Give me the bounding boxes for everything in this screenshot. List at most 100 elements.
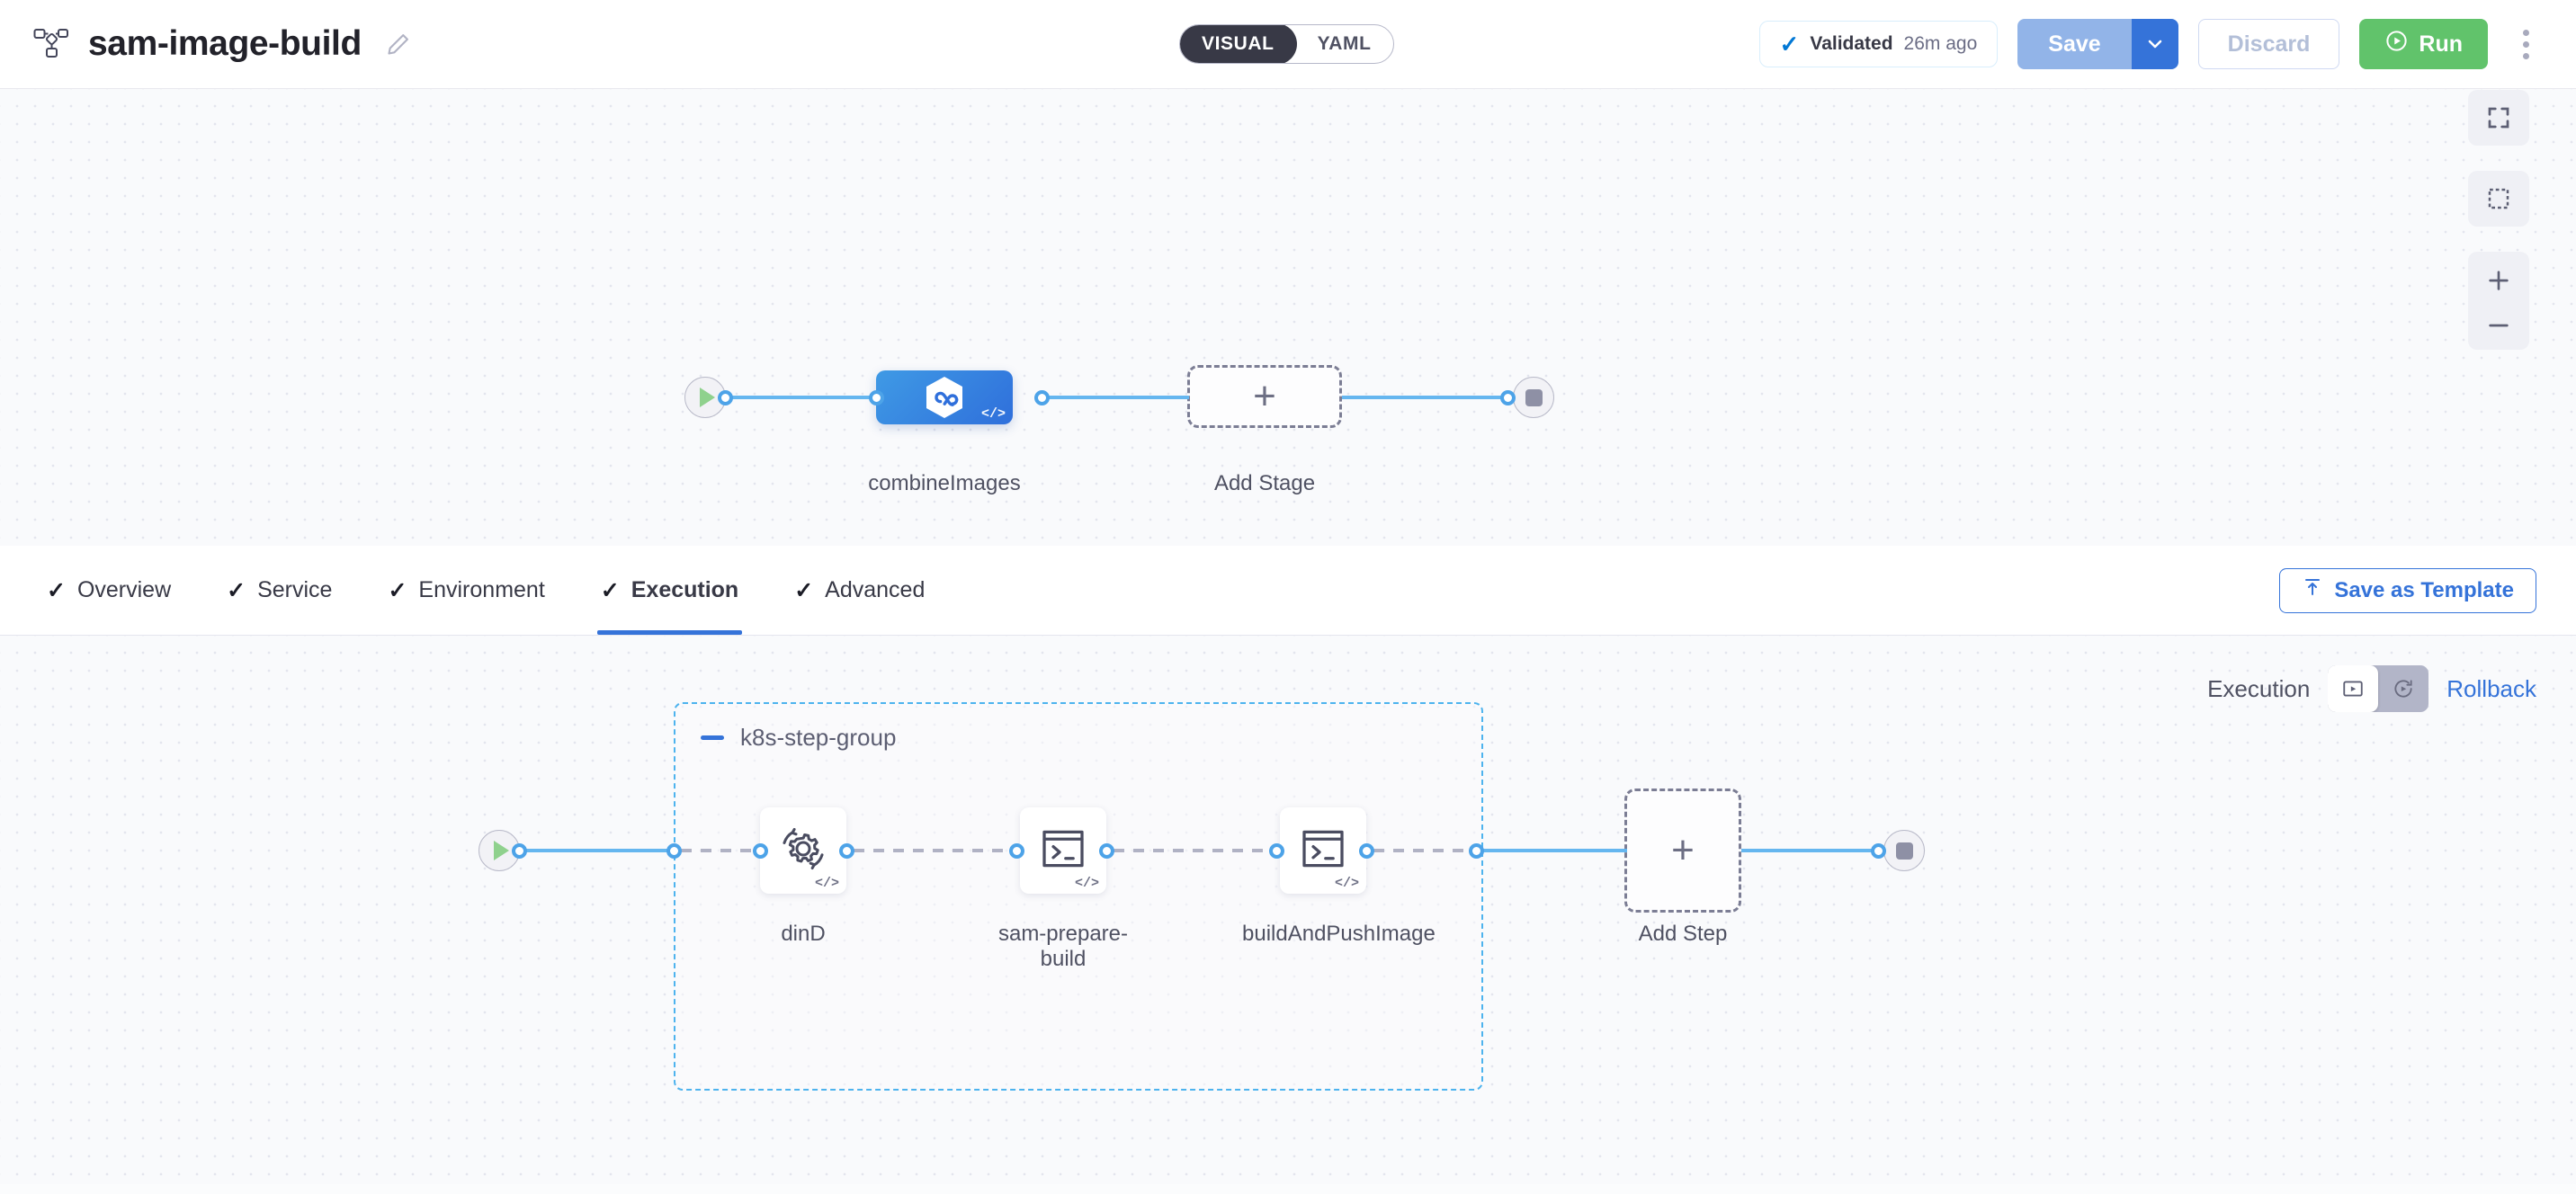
marquee-select-button[interactable] bbox=[2468, 171, 2529, 227]
execution-view-toggle[interactable] bbox=[2328, 665, 2379, 712]
save-button[interactable]: Save bbox=[2017, 19, 2132, 69]
run-button[interactable]: Run bbox=[2359, 19, 2488, 69]
canvas-zoom-controls bbox=[2468, 90, 2529, 350]
page-title: sam-image-build bbox=[88, 24, 362, 63]
tab-list: ✓ Overview ✓ Service ✓ Environment ✓ Exe… bbox=[47, 546, 925, 635]
save-as-template-label: Save as Template bbox=[2334, 577, 2514, 602]
step-node-dind[interactable]: </> bbox=[760, 807, 846, 894]
tab-label: Overview bbox=[76, 577, 172, 602]
view-mode-toggle[interactable] bbox=[2328, 665, 2429, 712]
gear-rotate-icon bbox=[777, 823, 829, 879]
step-group-header[interactable]: k8s-step-group bbox=[675, 704, 1481, 752]
mode-yaml[interactable]: YAML bbox=[1317, 33, 1372, 54]
tab-execution[interactable]: ✓ Execution bbox=[596, 546, 743, 635]
check-icon: ✓ bbox=[388, 577, 407, 603]
save-button-group[interactable]: Save bbox=[2017, 19, 2178, 69]
minus-icon[interactable] bbox=[701, 735, 724, 740]
pipeline-end-node[interactable] bbox=[1513, 377, 1554, 418]
edge-add-to-end bbox=[1342, 396, 1507, 399]
check-icon: ✓ bbox=[227, 577, 246, 603]
step-group-container[interactable]: k8s-step-group bbox=[674, 702, 1483, 1091]
fit-to-screen-button[interactable] bbox=[2468, 90, 2529, 146]
pipeline-nodes-icon bbox=[31, 23, 72, 65]
stage-label: combineImages bbox=[868, 471, 1021, 495]
terminal-icon bbox=[1298, 824, 1348, 878]
port-stage-out[interactable] bbox=[1034, 390, 1050, 405]
tab-label: Environment bbox=[418, 577, 545, 602]
zoom-in-button[interactable] bbox=[2484, 266, 2513, 299]
zoom-in-out-controls[interactable] bbox=[2468, 252, 2529, 350]
port-build-out[interactable] bbox=[1359, 843, 1374, 859]
edge-group-to-addstep bbox=[1476, 849, 1627, 852]
edge-start-to-stage bbox=[725, 396, 878, 399]
step-node-sam-prepare-build[interactable]: </> bbox=[1020, 807, 1106, 894]
tab-label: Advanced bbox=[825, 577, 926, 602]
step-label-dind: dinD bbox=[781, 922, 826, 946]
edge-dind-to-prepare bbox=[854, 849, 1008, 852]
tab-service[interactable]: ✓ Service bbox=[227, 546, 332, 635]
visual-yaml-toggle[interactable]: VISUAL YAML bbox=[1179, 24, 1394, 64]
edge-start-to-group bbox=[519, 849, 672, 852]
port-group-in[interactable] bbox=[666, 843, 682, 859]
check-icon: ✓ bbox=[600, 577, 620, 603]
rollback-view-toggle[interactable] bbox=[2378, 665, 2428, 712]
check-icon: ✓ bbox=[47, 577, 66, 603]
edge-build-to-group-out bbox=[1373, 849, 1472, 852]
zoom-out-button[interactable] bbox=[2484, 319, 2513, 335]
tab-overview[interactable]: ✓ Overview bbox=[47, 546, 171, 635]
plus-icon: + bbox=[1253, 374, 1276, 418]
port-dind-in[interactable] bbox=[753, 843, 768, 859]
port-dind-out[interactable] bbox=[839, 843, 854, 859]
tab-label: Execution bbox=[631, 577, 739, 602]
pencil-edit-icon[interactable] bbox=[383, 29, 414, 59]
add-stage-label: Add Stage bbox=[1213, 471, 1316, 495]
header-actions: ✓ Validated 26m ago Save Discard Run bbox=[1758, 19, 2544, 69]
port-start-out[interactable] bbox=[718, 390, 733, 405]
edge-prepare-to-build bbox=[1114, 849, 1268, 852]
stage-canvas[interactable]: </> + combineImages Add Stage bbox=[0, 89, 2576, 546]
harness-hexagon-icon bbox=[924, 375, 965, 420]
execution-mode-label: Execution bbox=[2207, 674, 2311, 702]
stage-tabbar: ✓ Overview ✓ Service ✓ Environment ✓ Exe… bbox=[0, 546, 2576, 636]
edge-group-to-dind bbox=[681, 849, 760, 852]
add-stage-node[interactable]: + bbox=[1187, 365, 1342, 428]
edge-addstep-to-end bbox=[1741, 849, 1878, 852]
step-label-sam-prepare-build: sam-prepare-build bbox=[997, 922, 1129, 972]
port-build-in[interactable] bbox=[1269, 843, 1284, 859]
check-icon: ✓ bbox=[794, 577, 814, 603]
kebab-menu-icon[interactable] bbox=[2508, 19, 2544, 69]
tab-advanced[interactable]: ✓ Advanced bbox=[794, 546, 925, 635]
play-circle-icon bbox=[2384, 29, 2409, 59]
mode-visual[interactable]: VISUAL bbox=[1179, 25, 1297, 63]
execution-rollback-switch: Execution Rollback bbox=[2207, 665, 2536, 712]
port-stage-in[interactable] bbox=[869, 390, 884, 405]
validated-label: Validated bbox=[1810, 33, 1893, 54]
add-step-label: Add Step bbox=[1638, 922, 1728, 946]
terminal-icon bbox=[1038, 824, 1088, 878]
stop-icon bbox=[1883, 830, 1925, 871]
execution-canvas[interactable]: Execution Rollback k8s-step-group bbox=[0, 636, 2576, 1184]
chevron-down-icon[interactable] bbox=[2131, 19, 2178, 69]
upload-template-icon bbox=[2302, 576, 2323, 604]
port-group-out[interactable] bbox=[1469, 843, 1484, 859]
port-prepare-out[interactable] bbox=[1099, 843, 1114, 859]
tab-environment[interactable]: ✓ Environment bbox=[388, 546, 544, 635]
port-prepare-in[interactable] bbox=[1009, 843, 1024, 859]
execution-end-node[interactable] bbox=[1883, 830, 1925, 871]
port-exec-start-out[interactable] bbox=[512, 843, 527, 859]
code-badge-icon: </> bbox=[814, 876, 839, 891]
step-node-build-and-push-image[interactable]: </> bbox=[1280, 807, 1366, 894]
port-exec-end-in[interactable] bbox=[1871, 843, 1886, 859]
stage-node-combineimages[interactable]: </> bbox=[876, 370, 1013, 424]
code-badge-icon: </> bbox=[980, 406, 1006, 422]
discard-button[interactable]: Discard bbox=[2197, 19, 2340, 69]
save-as-template-button[interactable]: Save as Template bbox=[2279, 567, 2536, 613]
tab-label: Service bbox=[257, 577, 333, 602]
step-group-title: k8s-step-group bbox=[740, 724, 897, 751]
port-end-in[interactable] bbox=[1500, 390, 1516, 405]
run-label: Run bbox=[2419, 31, 2463, 57]
add-step-node[interactable]: + bbox=[1624, 789, 1741, 913]
rollback-link[interactable]: Rollback bbox=[2446, 674, 2536, 702]
code-badge-icon: </> bbox=[1334, 876, 1359, 891]
check-icon: ✓ bbox=[1779, 31, 1800, 58]
